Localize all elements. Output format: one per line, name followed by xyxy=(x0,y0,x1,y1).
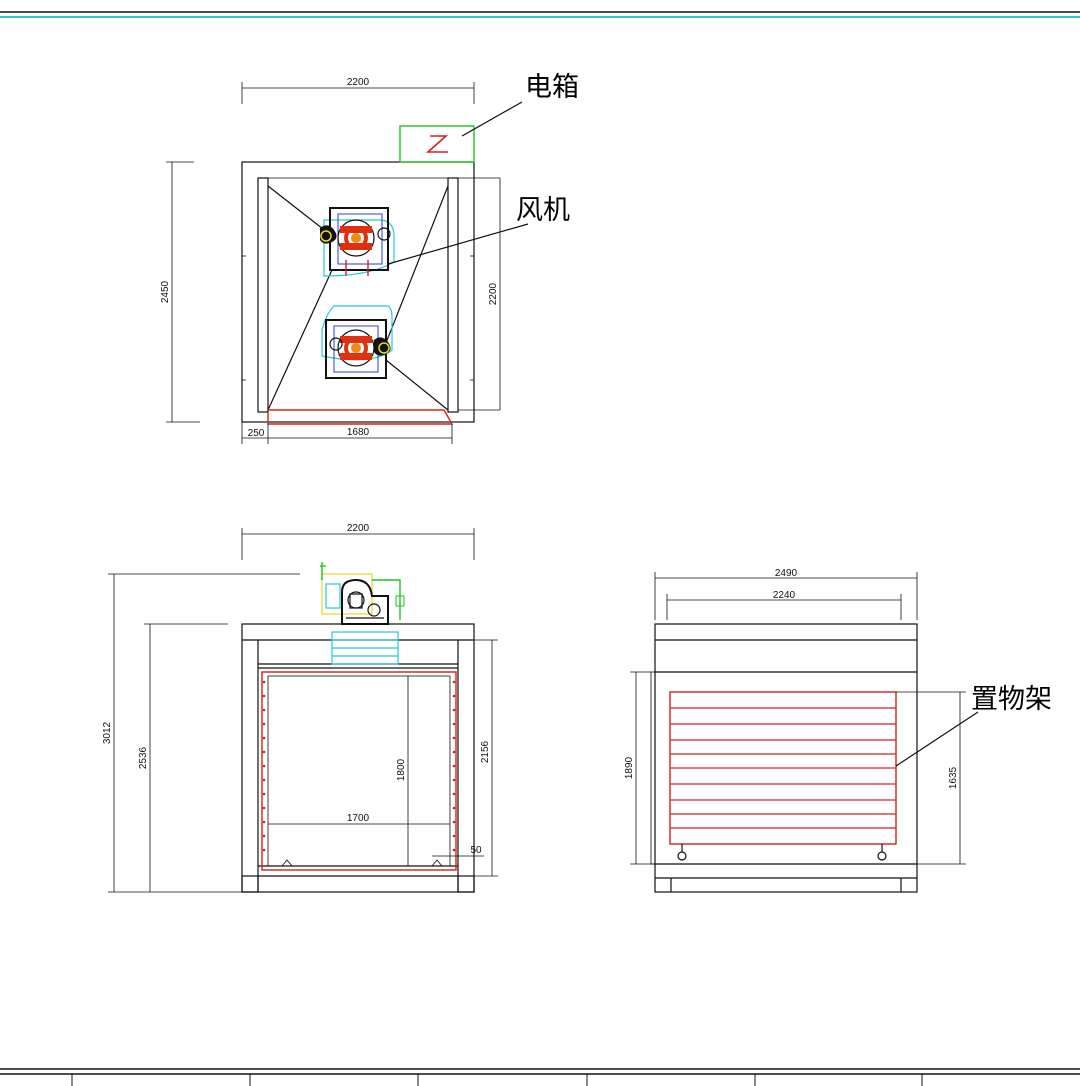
electric-box xyxy=(399,125,475,163)
side-view-inner-width-dim: 2240 xyxy=(773,590,796,601)
top-view-dimensions xyxy=(166,82,501,444)
electric-box-symbol xyxy=(425,135,449,153)
front-view-door-height-dim: 1800 xyxy=(396,758,407,781)
side-view: 2490 2240 1890 1635 置物架 xyxy=(624,568,1052,893)
front-view-fan-assembly xyxy=(320,562,405,665)
sheet-header-border xyxy=(0,11,1080,18)
electric-box-label: 电箱 xyxy=(525,72,579,103)
top-view-depth-dim: 2450 xyxy=(160,280,171,303)
top-view-left-post xyxy=(257,177,269,413)
front-view-door-frame xyxy=(261,671,457,871)
front-view-dimensions xyxy=(108,528,498,893)
top-view-offset-dim: 250 xyxy=(248,428,265,439)
title-block xyxy=(0,1068,1080,1086)
shelf-label: 置物架 xyxy=(971,684,1052,715)
top-view-inner-depth-dim: 2200 xyxy=(488,282,499,305)
top-view-door-width-dim: 1680 xyxy=(347,427,370,438)
top-view: 2200 2450 2200 250 1680 电箱 风机 xyxy=(160,72,579,444)
side-view-outer-frame xyxy=(654,623,918,893)
top-view-width-dim: 2200 xyxy=(347,77,370,88)
shelf-casters xyxy=(677,844,887,861)
top-view-outer-frame xyxy=(241,161,475,423)
side-view-total-width-dim: 2490 xyxy=(775,568,798,579)
front-view-width-dim: 2200 xyxy=(347,523,370,534)
fan-label: 风机 xyxy=(516,195,570,226)
side-view-shelf-height-dim: 1635 xyxy=(948,766,959,789)
front-view-total-height-dim: 3012 xyxy=(102,721,113,744)
front-view-inner-height-dim: 2156 xyxy=(480,740,491,763)
front-view-door-width-dim: 1700 xyxy=(347,813,370,824)
fan-unit-top xyxy=(320,207,395,277)
front-view-body-height-dim: 2536 xyxy=(138,746,149,769)
top-view-right-post xyxy=(447,177,459,413)
front-view-gap-dim: 50 xyxy=(470,845,482,856)
fan-unit-bottom xyxy=(321,305,393,379)
side-view-dimensions xyxy=(630,572,966,865)
front-view: 2200 3012 2536 2156 1800 1700 50 xyxy=(102,523,498,893)
side-view-height-dim: 1890 xyxy=(624,756,635,779)
